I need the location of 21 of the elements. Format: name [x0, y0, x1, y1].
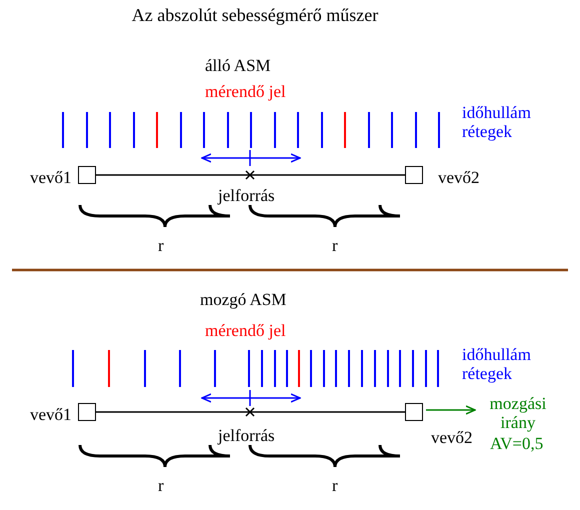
receiver-label: vevő2 — [438, 168, 480, 187]
connector-line — [96, 411, 405, 413]
title: Az abszolút sebességmérő műszer — [130, 6, 380, 25]
source-label: jelforrás — [218, 426, 275, 445]
signal-label: mérendő jel — [205, 82, 286, 101]
speed-label: AV=0,5 — [490, 434, 544, 453]
wave-label: időhullám rétegek — [462, 103, 532, 141]
receiver-label: vevő1 — [30, 405, 72, 424]
distance-label: r — [332, 476, 338, 495]
heading: mozgó ASM — [200, 290, 286, 309]
distance-label: r — [158, 236, 164, 255]
receiver-label: vevő1 — [30, 168, 72, 187]
signal-label: mérendő jel — [205, 321, 286, 340]
distance-label: r — [332, 236, 338, 255]
connector-line — [96, 174, 405, 176]
receiver-label: vevő2 — [431, 428, 473, 447]
distance-label: r — [158, 476, 164, 495]
wave-label: időhullám rétegek — [462, 345, 532, 383]
source-label: jelforrás — [218, 186, 275, 205]
heading: álló ASM — [205, 56, 271, 75]
direction-label: mozgási irány — [488, 394, 548, 432]
